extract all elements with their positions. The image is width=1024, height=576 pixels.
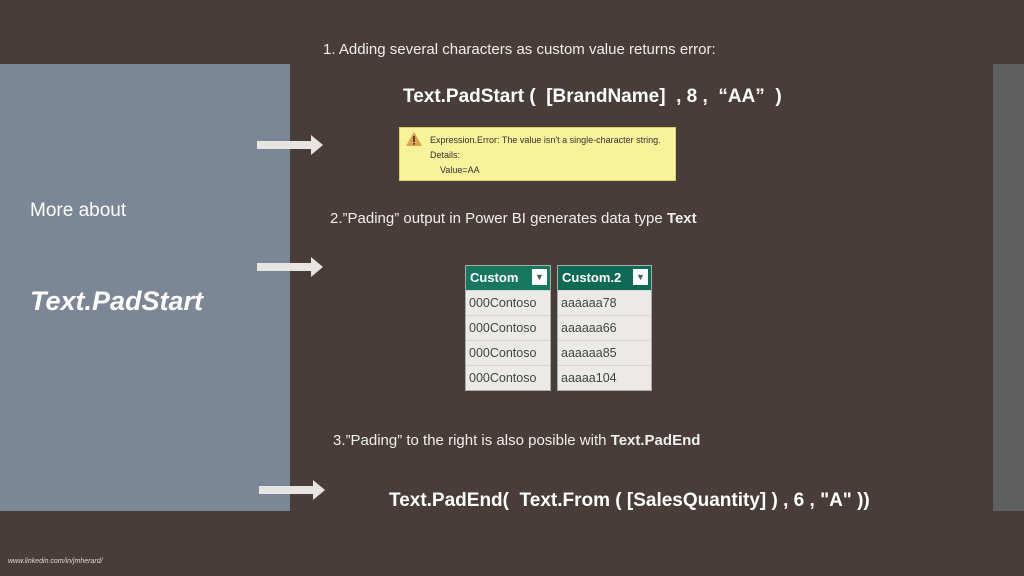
left-panel: More about Text.PadStart bbox=[0, 64, 290, 511]
table-custom2: Custom.2▼ aaaaaa78 aaaaaa66 aaaaaa85 aaa… bbox=[557, 265, 652, 391]
table-cell: aaaaaa85 bbox=[558, 340, 651, 365]
arrow-icon bbox=[257, 135, 323, 155]
warning-icon bbox=[406, 132, 422, 146]
section2-heading: 2.”Pading” output in Power BI generates … bbox=[330, 210, 697, 227]
section3-heading: 3.”Pading” to the right is also posible … bbox=[333, 432, 701, 449]
error-box: Expression.Error: The value isn't a sing… bbox=[399, 127, 676, 181]
table-cell: 000Contoso bbox=[466, 290, 550, 315]
table-cell: 000Contoso bbox=[466, 315, 550, 340]
error-details-label: Details: bbox=[430, 150, 461, 160]
table-custom: Custom▼ 000Contoso 000Contoso 000Contoso… bbox=[465, 265, 551, 391]
section1-code: Text.PadStart ( [BrandName] , 8 , “AA” ) bbox=[403, 86, 782, 107]
section3-code: Text.PadEnd( Text.From ( [SalesQuantity]… bbox=[389, 490, 870, 511]
subtitle: More about bbox=[30, 200, 127, 221]
section1-heading: 1. Adding several characters as custom v… bbox=[323, 41, 716, 58]
dropdown-icon[interactable]: ▼ bbox=[532, 269, 547, 285]
footer-link[interactable]: www.linkedin.com/in/jmherard/ bbox=[8, 558, 103, 565]
arrow-icon bbox=[259, 480, 325, 500]
error-message: Expression.Error: The value isn't a sing… bbox=[430, 135, 661, 145]
right-panel bbox=[993, 64, 1024, 511]
table-cell: 000Contoso bbox=[466, 365, 550, 390]
table-cell: aaaaaa66 bbox=[558, 315, 651, 340]
dropdown-icon[interactable]: ▼ bbox=[633, 269, 648, 285]
column-header[interactable]: Custom.2▼ bbox=[558, 266, 651, 290]
table-cell: aaaaaa78 bbox=[558, 290, 651, 315]
arrow-icon bbox=[257, 257, 323, 277]
column-header[interactable]: Custom▼ bbox=[466, 266, 550, 290]
table-cell: aaaaa104 bbox=[558, 365, 651, 390]
error-value: Value=AA bbox=[440, 165, 480, 175]
title: Text.PadStart bbox=[30, 286, 204, 316]
table-cell: 000Contoso bbox=[466, 340, 550, 365]
